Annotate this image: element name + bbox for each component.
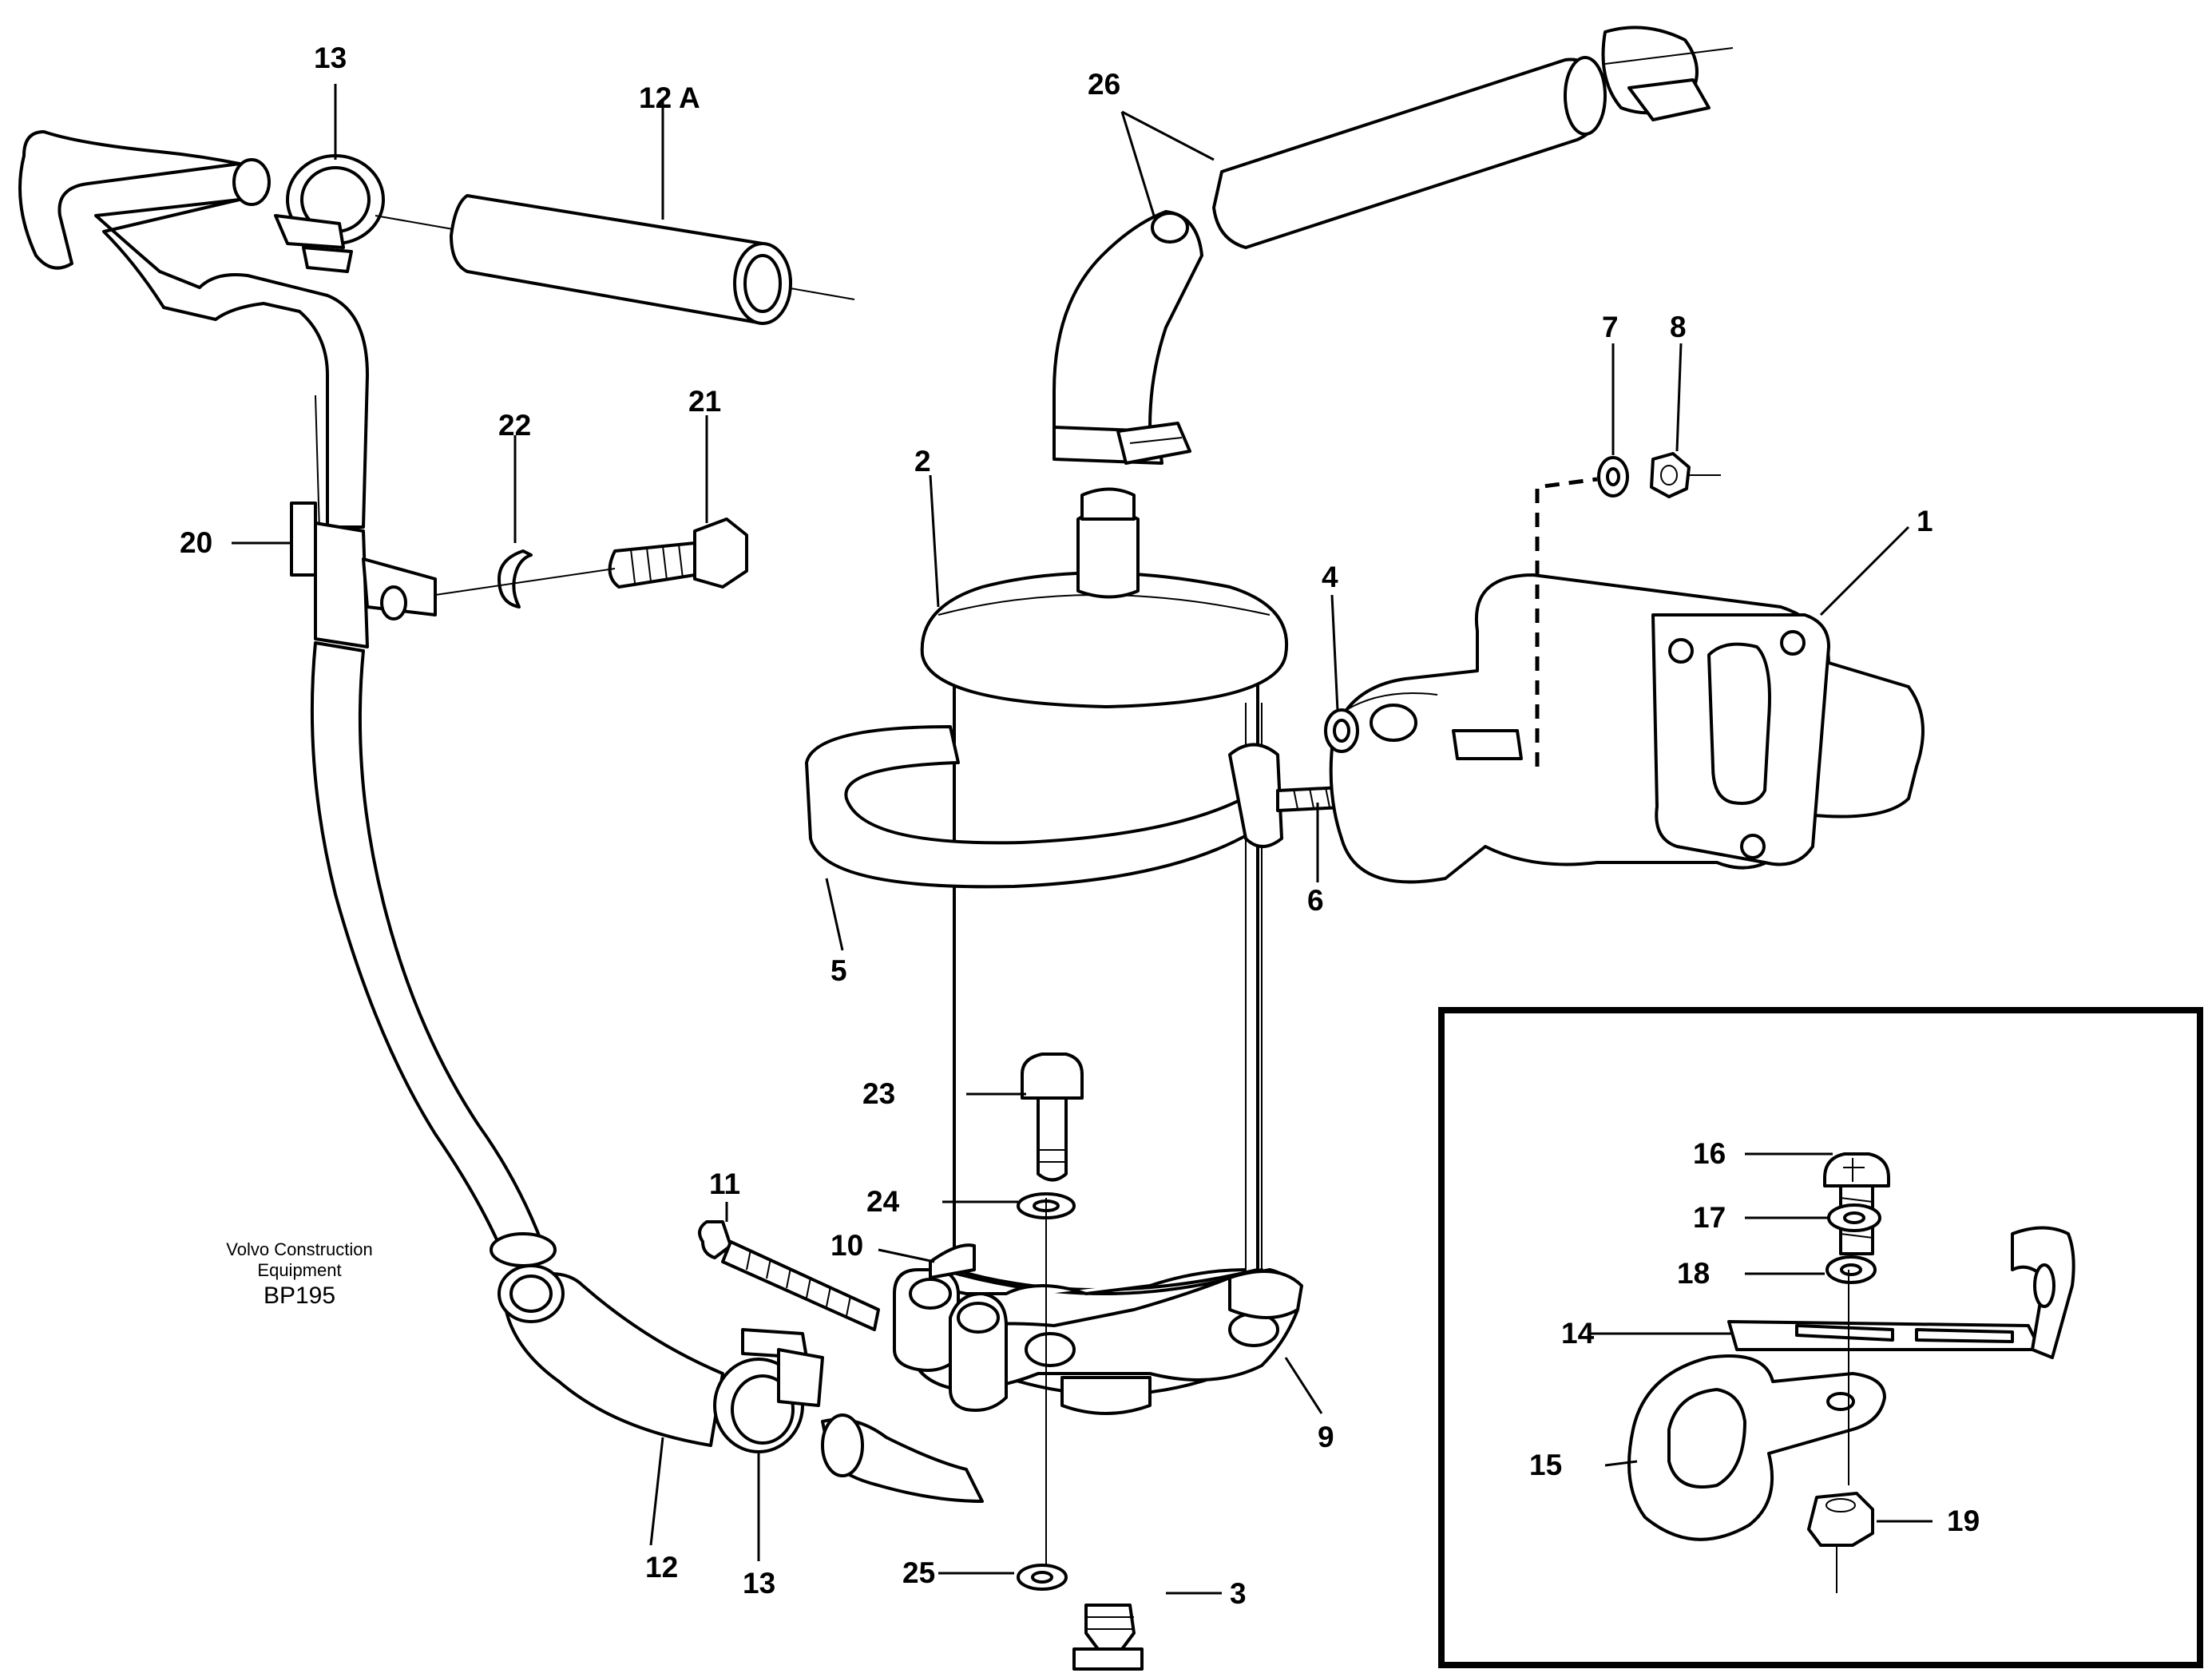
watermark-brand-line2: Equipment [257,1260,341,1280]
washer-18 [1825,1255,1877,1284]
drain-plug-3 [1072,1604,1144,1671]
outlet-pipe [821,1413,984,1503]
bolt-23 [1021,1053,1084,1182]
callout-20: 20 [180,526,212,559]
valve-body-10 [893,1243,1008,1412]
callout-12: 12 [645,1551,678,1584]
callout-1: 1 [1917,505,1933,537]
callout-14: 14 [1561,1317,1595,1350]
callout-22: 22 [498,409,531,442]
callout-10: 10 [830,1229,863,1262]
callout-26: 26 [1088,68,1120,101]
callout-8: 8 [1670,311,1687,343]
callout-23: 23 [862,1077,895,1110]
watermark-code: BP195 [264,1283,335,1309]
callout-24: 24 [866,1185,900,1218]
filter-canister [920,487,1289,1415]
axis-line-21 [434,568,616,596]
hose-clamp-13-top [274,154,385,273]
washer-7 [1597,456,1629,498]
callout-11: 11 [709,1168,740,1200]
callout-4: 4 [1322,561,1338,593]
seal-washer-22 [498,549,533,609]
callout-12a: 12 A [639,81,700,114]
callout-2: 2 [914,445,931,478]
hose-clamp-13-bottom [713,1328,824,1453]
clip-bracket-20 [290,502,437,648]
callout-17: 17 [1693,1201,1726,1234]
callout-labels: 1 2 3 4 5 6 7 8 9 10 11 12 12 A 13 13 14… [180,42,1980,1610]
lock-washer-17 [1827,1203,1881,1232]
callout-9: 9 [1318,1421,1334,1453]
hose-section-12a [450,194,792,325]
callout-19: 19 [1947,1505,1980,1537]
callout-25: 25 [902,1556,935,1589]
washer-25 [1017,1564,1068,1591]
callout-7: 7 [1602,311,1619,343]
callout-18: 18 [1677,1257,1710,1290]
callout-3: 3 [1230,1577,1247,1610]
watermark: Volvo Construction Equipment BP195 [226,1239,372,1309]
callout-15: 15 [1529,1449,1562,1481]
bolt-11 [698,1220,880,1331]
o-ring-4 [1324,708,1359,753]
callout-16: 16 [1693,1137,1726,1170]
callout-5: 5 [830,954,847,987]
bracket-14 [1727,1226,2075,1359]
banjo-bolt-21 [608,517,748,589]
filter-head-housing [1329,573,1925,884]
callout-21: 21 [688,385,721,418]
hose-elbow-12 [498,1264,724,1447]
hose-upper-left [18,130,369,532]
detail-inset-frame [1438,1007,2203,1668]
leader-lines [232,84,1933,1595]
callout-13-top: 13 [314,42,347,74]
callout-13-bottom: 13 [743,1567,775,1600]
alignment-line [1535,477,1598,767]
nut-8 [1650,452,1721,498]
watermark-brand-line1: Volvo Construction [226,1239,372,1259]
nut-19 [1807,1492,1874,1547]
hose-lower-left [310,641,557,1267]
p-clip-15 [1627,1354,1886,1541]
hose-26 [1052,26,1734,465]
callout-6: 6 [1307,884,1324,917]
